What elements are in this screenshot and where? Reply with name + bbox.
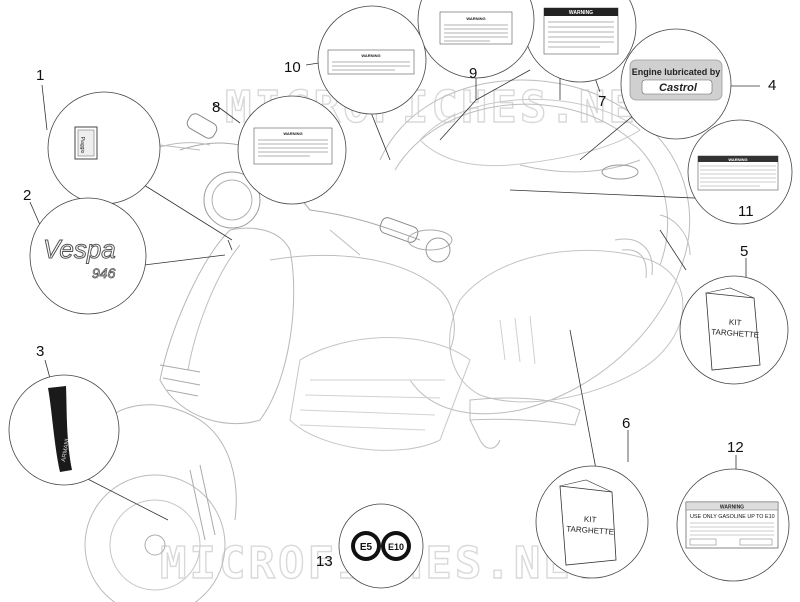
callout-12: 12 (727, 439, 744, 456)
part-11-detail: WARNING (687, 119, 793, 225)
callout-numbers: 1 2 3 4 5 6 7 8 9 10 11 12 13 (23, 59, 776, 570)
callout-5: 5 (740, 243, 748, 260)
part-3-detail: ARMANI (8, 374, 120, 486)
warning-10-header: WARNING (361, 53, 380, 58)
callout-11: 11 (738, 203, 754, 220)
kit-bag-icon-6 (559, 485, 617, 566)
armani-strip-text: ARMANI (61, 438, 71, 462)
vespa-946-logo: 946 (92, 265, 116, 281)
kit-label-6-line1: KIT (584, 515, 597, 525)
castrol-brand: Castrol (659, 82, 698, 94)
part-12-detail: WARNING USE ONLY GASOLINE UP TO E10 (676, 468, 790, 582)
part-9-detail: WARNING (417, 0, 535, 79)
piaggio-logo-text: Piaggio (79, 137, 85, 154)
warning-9-header: WARNING (466, 16, 485, 21)
part-1-circle (47, 91, 161, 205)
part-2-circle (29, 197, 147, 315)
scooter-line-art (84, 79, 691, 602)
callout-9: 9 (469, 65, 477, 82)
part-8-detail: WARNING (237, 95, 347, 205)
warning-7-header: WARNING (569, 10, 593, 16)
warning-8-header: WARNING (283, 131, 302, 136)
e5-badge-icon (355, 535, 377, 557)
part-1-detail: Piaggio (47, 91, 161, 205)
vespa-script-logo: Vespa (43, 234, 116, 264)
warning-11-header: WARNING (728, 157, 747, 162)
callout-2: 2 (23, 187, 31, 204)
part-7-detail: WARNING (523, 0, 637, 83)
callout-6: 6 (622, 415, 630, 432)
kit-label-6-line2: TARGHETTE (566, 524, 614, 536)
callout-13: 13 (316, 553, 333, 570)
warning-label-8 (253, 127, 333, 165)
callout-1: 1 (36, 67, 44, 84)
warning-12-header: WARNING (720, 505, 744, 511)
callout-4: 4 (768, 77, 776, 94)
e5-badge-text: E5 (360, 542, 373, 553)
part-13-detail: E5 E10 (338, 503, 424, 589)
e10-badge-icon (385, 535, 407, 557)
part-5-detail: KIT TARGHETTE (679, 275, 789, 385)
callout-10: 10 (284, 59, 301, 76)
warning-12-line1: USE ONLY GASOLINE UP TO E10 (690, 514, 775, 520)
callout-8: 8 (212, 99, 220, 116)
e10-badge-text: E10 (388, 542, 404, 552)
callout-7: 7 (598, 93, 606, 110)
part-10-detail: WARNING (317, 5, 427, 115)
kit-label-5-line2: TARGHETTE (711, 327, 759, 339)
part-6-detail: KIT TARGHETTE (535, 465, 649, 579)
callout-3: 3 (36, 343, 44, 360)
castrol-line1: Engine lubricated by (632, 67, 721, 77)
kit-label-5-line1: KIT (729, 318, 742, 328)
armani-strip-icon (48, 386, 72, 472)
kit-bag-icon (705, 292, 761, 371)
part-2-detail: Vespa 946 (29, 197, 147, 315)
part-4-detail: Engine lubricated by Castrol (620, 28, 732, 140)
warning-label-9 (439, 11, 513, 45)
